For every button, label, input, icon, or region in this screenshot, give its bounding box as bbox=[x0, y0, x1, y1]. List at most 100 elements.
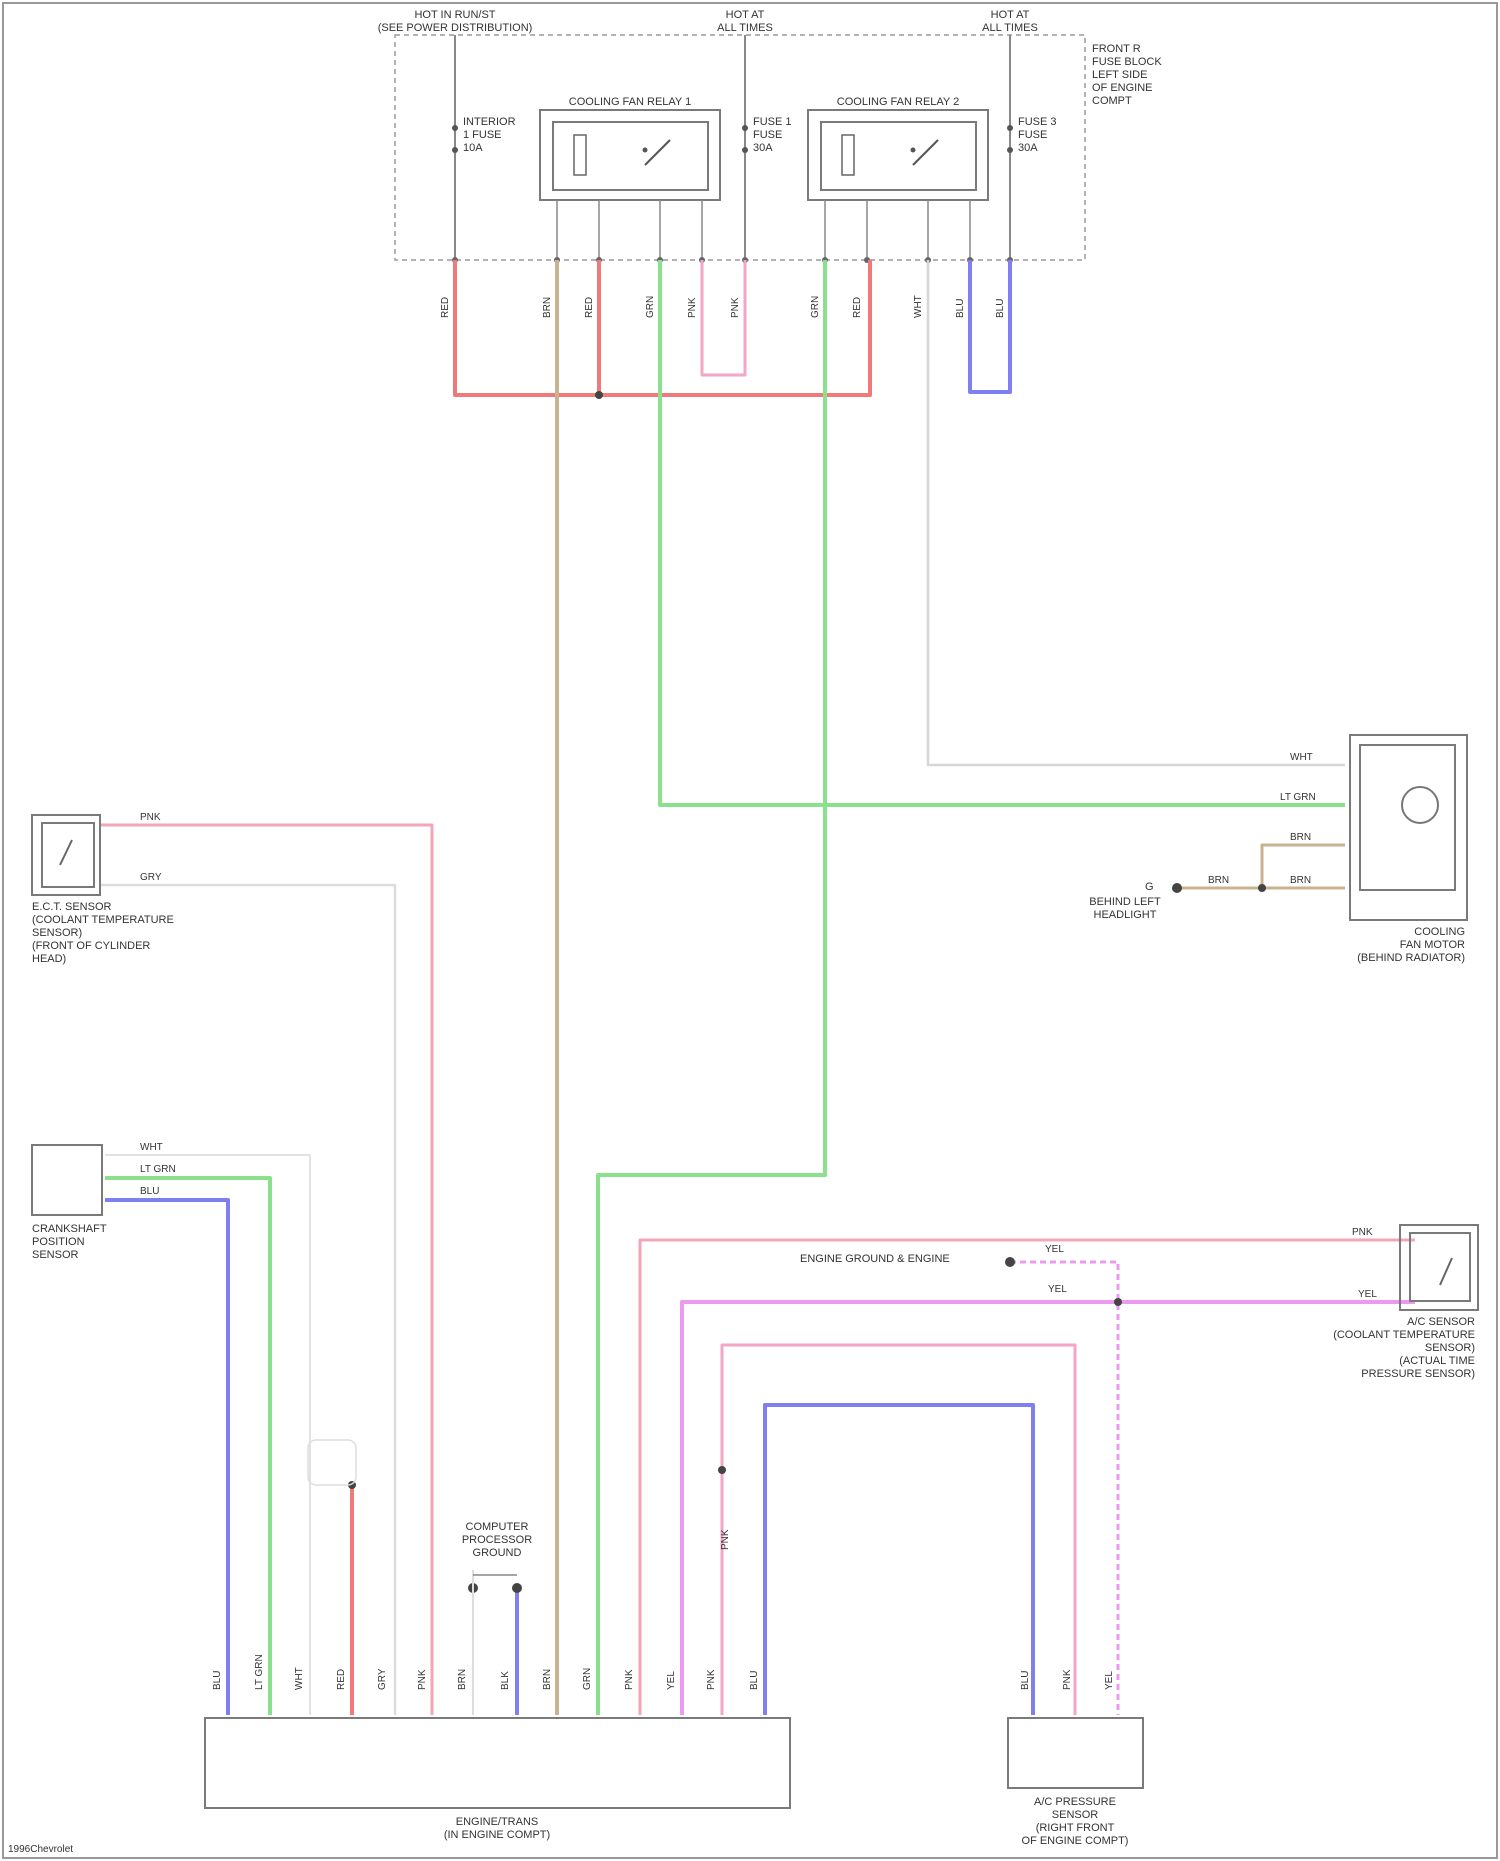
splice-points bbox=[348, 391, 1266, 1593]
top-wire-label-6: PNK bbox=[730, 297, 741, 318]
fuse-2-label-3: 30A bbox=[753, 142, 773, 154]
crank-label-1: CRANKSHAFT bbox=[32, 1223, 107, 1235]
pcm-pin-6: PNK bbox=[417, 1669, 428, 1690]
ect-label-2: (COOLANT TEMPERATURE bbox=[32, 914, 174, 926]
engine-ground-wire-label: YEL bbox=[1045, 1244, 1064, 1255]
relay-1-coil-icon bbox=[574, 135, 586, 175]
ac-pressure-pin-3: YEL bbox=[1104, 1671, 1115, 1690]
crank-blue-wire bbox=[105, 1200, 228, 1715]
ac-wire-label-2: YEL bbox=[1358, 1289, 1377, 1300]
cooling-fan-motor: WHT LT GRN BRN BRN BRN G BEHIND LEFT HEA… bbox=[1089, 735, 1467, 964]
pcm-pin-11: PNK bbox=[624, 1669, 635, 1690]
fuse-box-label-4: OF ENGINE bbox=[1092, 82, 1153, 94]
green-pcm-wire bbox=[598, 260, 825, 1715]
top-wire-label-3: RED bbox=[584, 297, 595, 318]
pcm-pin-2: LT GRN bbox=[254, 1654, 265, 1690]
hot-at-all-times-2a: HOT AT bbox=[991, 9, 1030, 21]
fuse-block-dashed-outline bbox=[395, 35, 1085, 260]
crank-wire-label-1: WHT bbox=[140, 1142, 163, 1153]
ground-location-label-2: HEADLIGHT bbox=[1094, 909, 1157, 921]
ect-label-5: HEAD) bbox=[32, 953, 66, 965]
pcm-pin-14: BLU bbox=[749, 1671, 760, 1690]
crank-white-wire bbox=[105, 1155, 310, 1715]
fuse-3-label-3: 30A bbox=[1018, 142, 1038, 154]
fuse-3-label-1: FUSE 3 bbox=[1018, 116, 1057, 128]
crank-green-wire bbox=[105, 1178, 270, 1715]
engine-ground-wire bbox=[1010, 1262, 1118, 1715]
top-wire-label-9: WHT bbox=[913, 295, 924, 318]
relay-2-coil-icon bbox=[842, 135, 854, 175]
fuse-1-label-3: 10A bbox=[463, 142, 483, 154]
top-wire-labels: RED BRN RED GRN PNK PNK GRN RED WHT BLU … bbox=[440, 295, 1006, 318]
motor-label-1: COOLING bbox=[1414, 926, 1465, 938]
inline-connector bbox=[308, 1440, 356, 1485]
fuse-box-label-3: LEFT SIDE bbox=[1092, 69, 1147, 81]
blue-loop-wire bbox=[970, 260, 1010, 392]
ac-thermistor-icon bbox=[1440, 1258, 1452, 1285]
ground-label-3: GROUND bbox=[473, 1547, 522, 1559]
pcm-pin-5: GRY bbox=[377, 1668, 388, 1690]
crank-label-3: SENSOR bbox=[32, 1249, 79, 1261]
ac-wire-label-1: PNK bbox=[1352, 1227, 1373, 1238]
ect-label-3: SENSOR) bbox=[32, 927, 82, 939]
ac-label-2: (COOLANT TEMPERATURE bbox=[1333, 1329, 1475, 1341]
ac-pressure-label-3: (RIGHT FRONT bbox=[1036, 1822, 1115, 1834]
pcm-pin-labels: BLU LT GRN WHT RED GRY PNK BRN BLK BRN G… bbox=[212, 1654, 760, 1690]
pcm-pin-1: BLU bbox=[212, 1671, 223, 1690]
hot-at-all-times-1a: HOT AT bbox=[726, 9, 765, 21]
pcm-pin-8: BLK bbox=[500, 1671, 511, 1690]
top-wire-label-2: BRN bbox=[542, 297, 553, 318]
crank-wire-label-2: LT GRN bbox=[140, 1164, 176, 1175]
ground-g-label: G bbox=[1145, 881, 1154, 893]
ect-label-1: E.C.T. SENSOR bbox=[32, 901, 112, 913]
hot-in-run-label-2: (SEE POWER DISTRIBUTION) bbox=[378, 22, 533, 34]
fuse-2-label-1: FUSE 1 bbox=[753, 116, 792, 128]
motor-label-3: (BEHIND RADIATOR) bbox=[1357, 952, 1465, 964]
ac-pressure-pin-2: PNK bbox=[1062, 1669, 1073, 1690]
motor-label-2: FAN MOTOR bbox=[1400, 939, 1465, 951]
fuse-box-label-2: FUSE BLOCK bbox=[1092, 56, 1162, 68]
pcm-label-2: (IN ENGINE COMPT) bbox=[444, 1829, 550, 1841]
ac-label-5: PRESSURE SENSOR) bbox=[1361, 1368, 1475, 1380]
top-wire-label-8: RED bbox=[852, 297, 863, 318]
pcm-pin-7: BRN bbox=[457, 1669, 468, 1690]
ect-sensor: PNK GRY E.C.T. SENSOR (COOLANT TEMPERATU… bbox=[32, 812, 174, 965]
fuse-1-label-1: INTERIOR bbox=[463, 116, 516, 128]
white-motor-wire bbox=[928, 260, 1345, 765]
fuse-3-symbol: FUSE 3 FUSE 30A bbox=[1007, 116, 1057, 154]
fuse-2-symbol: FUSE 1 FUSE 30A bbox=[742, 116, 792, 154]
ac-mid-wire-label: YEL bbox=[1048, 1284, 1067, 1295]
pcm-pin-10: GRN bbox=[582, 1668, 593, 1690]
fuse-box-label-5: COMPT bbox=[1092, 95, 1132, 107]
fan-motor-icon bbox=[1402, 787, 1438, 823]
relay-1-label: COOLING FAN RELAY 1 bbox=[569, 96, 691, 108]
fuse-1-label-2: 1 FUSE bbox=[463, 129, 502, 141]
top-wire-label-10: BLU bbox=[955, 299, 966, 318]
hot-at-all-times-1b: ALL TIMES bbox=[717, 22, 773, 34]
pcm-label-1: ENGINE/TRANS bbox=[456, 1816, 539, 1828]
ac-pressure-label-2: SENSOR bbox=[1052, 1809, 1099, 1821]
pcm-pin-3: WHT bbox=[294, 1667, 305, 1690]
top-wire-label-5: PNK bbox=[687, 297, 698, 318]
relay-1-switch-icon bbox=[645, 140, 670, 165]
ac-pressure-pink-wire bbox=[722, 1345, 1075, 1715]
motor-wire-label-4: BRN bbox=[1290, 875, 1311, 886]
engine-ground-label: ENGINE GROUND & ENGINE bbox=[800, 1253, 950, 1265]
footer-credit: 1996Chevrolet bbox=[8, 1844, 73, 1855]
motor-wire-label-3: BRN bbox=[1290, 832, 1311, 843]
ac-pressure-pin-1: BLU bbox=[1020, 1671, 1031, 1690]
relay-2-label: COOLING FAN RELAY 2 bbox=[837, 96, 959, 108]
crank-label-2: POSITION bbox=[32, 1236, 85, 1248]
ground-location-label-1: BEHIND LEFT bbox=[1089, 896, 1161, 908]
ac-pressure-blue-wire bbox=[765, 1405, 1033, 1715]
engine-trans-module: BLU LT GRN WHT RED GRY PNK BRN BLK BRN G… bbox=[205, 1654, 790, 1841]
relay-2-switch-icon bbox=[913, 140, 938, 165]
motor-wire-label-1: WHT bbox=[1290, 752, 1313, 763]
hot-in-run-label-1: HOT IN RUN/ST bbox=[414, 9, 495, 21]
pcm-pin-13: PNK bbox=[706, 1669, 717, 1690]
cooling-fan-relay-1: COOLING FAN RELAY 1 bbox=[540, 96, 720, 260]
green-motor-wire bbox=[660, 260, 1345, 805]
fuse-1-symbol: INTERIOR 1 FUSE 10A bbox=[452, 116, 516, 154]
side-pink-tag: PNK bbox=[720, 1529, 731, 1550]
